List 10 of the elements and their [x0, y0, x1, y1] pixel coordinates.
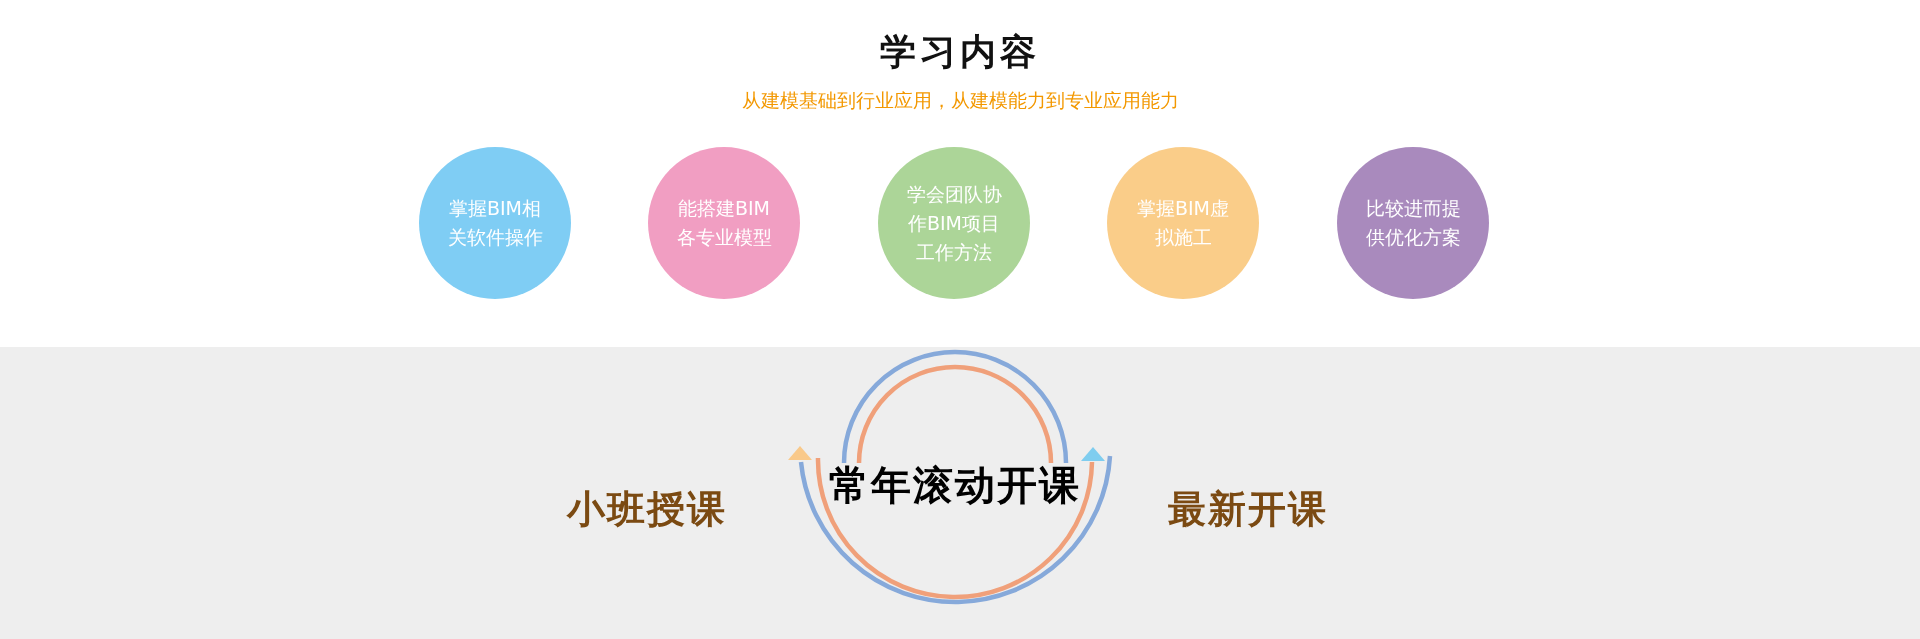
circle-text: 掌握BIM相关软件操作 [446, 196, 544, 250]
circle-text: 学会团队协作BIM项目工作方法 [905, 181, 1003, 265]
feature-text: 最新开课 [1167, 486, 1329, 533]
title: 学习内容 [879, 30, 1041, 74]
feature-text: 小班授课 [565, 486, 728, 533]
circle-text: 比较进而提供优化方案 [1364, 196, 1462, 250]
subtitle: 从建模基础到行业应用，从建模能力到专业应用能力 [740, 88, 1180, 113]
circle-text: 掌握BIM虚拟施工 [1136, 196, 1230, 250]
center-text: 常年滚动开课 [828, 461, 1082, 510]
circle-text: 能搭建BIM各专业模型 [675, 196, 773, 250]
